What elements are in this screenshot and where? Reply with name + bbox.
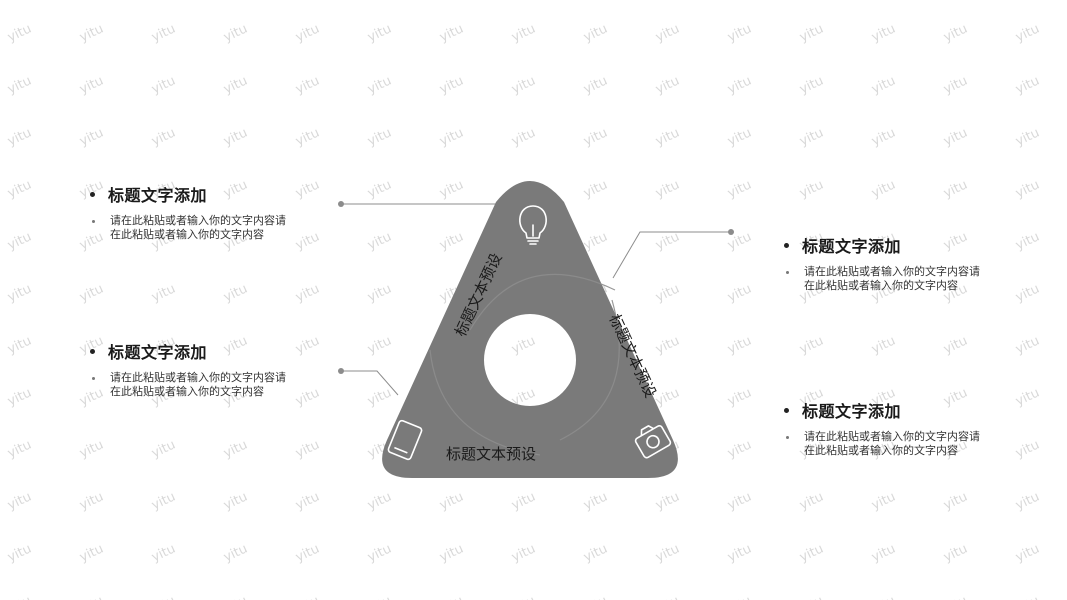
camera-icon <box>634 425 672 459</box>
text-block-right-bottom: 标题文字添加 请在此粘贴或者输入你的文字内容请在此粘贴或者输入你的文字内容 <box>784 398 1004 457</box>
bullet-icon <box>92 220 95 223</box>
block-title: 标题文字添加 <box>108 186 208 205</box>
block-title: 标题文字添加 <box>802 402 902 421</box>
text-block-left-bottom: 标题文字添加 请在此粘贴或者输入你的文字内容请在此粘贴或者输入你的文字内容 <box>90 339 310 398</box>
text-block-left-top: 标题文字添加 请在此粘贴或者输入你的文字内容请在此粘贴或者输入你的文字内容 <box>90 182 310 241</box>
bullet-icon <box>784 242 789 248</box>
connector-bottom-left <box>338 368 399 396</box>
segment-label-bottom: 标题文本预设 <box>446 445 536 463</box>
swirl-arcs <box>429 273 620 456</box>
bullet-icon <box>90 191 95 197</box>
connector-right <box>612 229 734 279</box>
bullet-icon <box>784 407 789 413</box>
text-block-right-top: 标题文字添加 请在此粘贴或者输入你的文字内容请在此粘贴或者输入你的文字内容 <box>784 233 1004 292</box>
tablet-icon <box>387 419 423 461</box>
bullet-icon <box>786 436 789 439</box>
block-description: 请在此粘贴或者输入你的文字内容请在此粘贴或者输入你的文字内容 <box>110 214 286 241</box>
lightbulb-icon <box>519 205 547 245</box>
block-description: 请在此粘贴或者输入你的文字内容请在此粘贴或者输入你的文字内容 <box>110 371 286 398</box>
block-title: 标题文字添加 <box>802 237 902 256</box>
connector-top-left <box>338 201 500 207</box>
bullet-icon <box>786 271 789 274</box>
block-description: 请在此粘贴或者输入你的文字内容请在此粘贴或者输入你的文字内容 <box>804 430 980 457</box>
rounded-triangle-shape <box>382 181 678 478</box>
bullet-icon <box>92 377 95 380</box>
block-title: 标题文字添加 <box>108 343 208 362</box>
bullet-icon <box>90 348 95 354</box>
block-description: 请在此粘贴或者输入你的文字内容请在此粘贴或者输入你的文字内容 <box>804 265 980 292</box>
